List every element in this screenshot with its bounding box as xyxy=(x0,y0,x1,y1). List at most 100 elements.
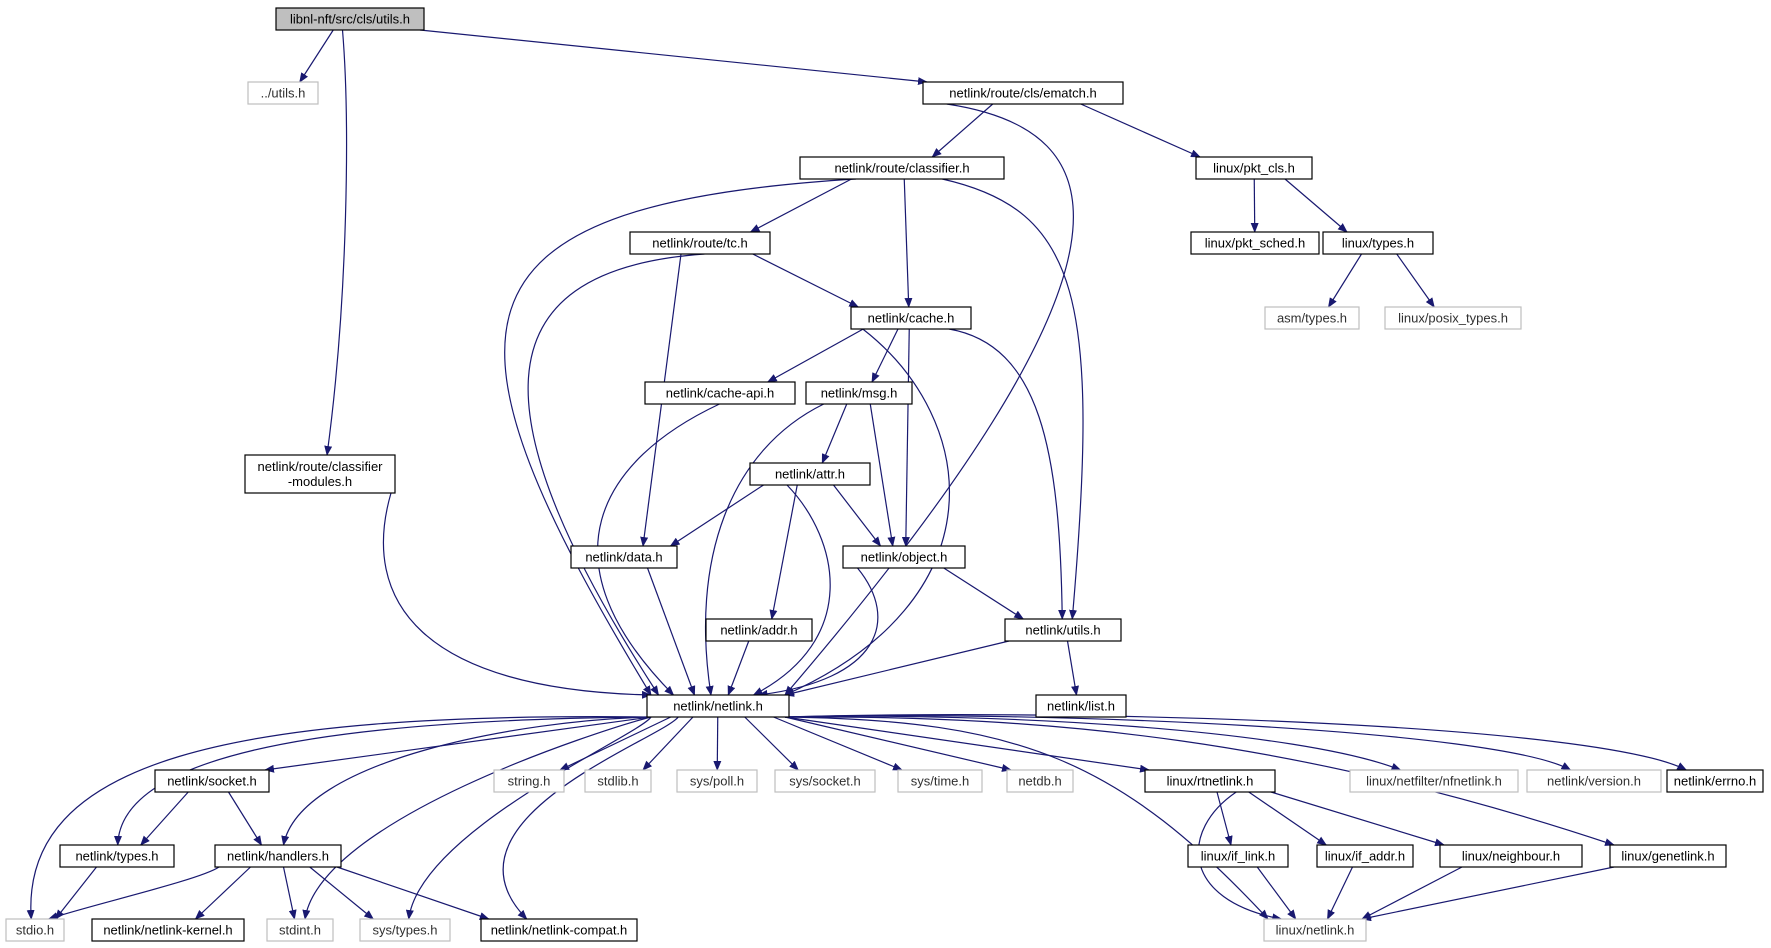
node-label: linux/if_link.h xyxy=(1201,849,1275,864)
edge-pkt_cls-to-ltypes xyxy=(1284,178,1348,233)
node-label: netlink/object.h xyxy=(861,550,948,565)
node-attr[interactable]: netlink/attr.h xyxy=(749,462,871,486)
node-if-link[interactable]: linux/if_link.h xyxy=(1187,844,1289,868)
node-systypes: sys/types.h xyxy=(359,918,451,942)
edge-netlink-to-netdb xyxy=(784,716,1012,772)
node-classifier[interactable]: netlink/route/classifier.h xyxy=(799,156,1005,180)
node-nltypes[interactable]: netlink/types.h xyxy=(59,844,175,868)
node-root[interactable]: libnl-nft/src/cls/utils.h xyxy=(275,7,425,31)
edge-layer xyxy=(26,29,1688,922)
node-netlink[interactable]: netlink/netlink.h xyxy=(646,694,790,718)
node-box xyxy=(480,918,638,942)
node-label: sys/socket.h xyxy=(789,774,861,789)
node-layer: libnl-nft/src/cls/utils.h ../utils.h netli… xyxy=(5,7,1764,942)
node-box xyxy=(91,918,245,942)
node-label: netlink/route/classifier xyxy=(258,459,384,474)
node-nl-kernel[interactable]: netlink/netlink-kernel.h xyxy=(91,918,245,942)
node-box xyxy=(1264,306,1360,330)
edge-classifier-to-cache xyxy=(903,178,913,308)
node-box xyxy=(705,618,813,642)
node-ltypes[interactable]: linux/types.h xyxy=(1322,231,1434,255)
edge-msg-to-attr xyxy=(821,403,848,464)
edge-nl_utils-to-netlink xyxy=(784,640,1010,697)
node-socket[interactable]: netlink/socket.h xyxy=(154,769,270,793)
node-utils-rel: ../utils.h xyxy=(247,81,319,105)
node-label: stdlib.h xyxy=(597,774,638,789)
node-pkt-sched[interactable]: linux/pkt_sched.h xyxy=(1190,231,1320,255)
node-string: string.h xyxy=(493,769,565,793)
node-box xyxy=(799,156,1005,180)
node-asmtypes: asm/types.h xyxy=(1264,306,1360,330)
edge-netlink-to-rtnetlink xyxy=(784,716,1150,773)
node-label: stdio.h xyxy=(16,923,54,938)
edge-ematch-to-netlink xyxy=(784,103,1074,696)
node-rtnetlink[interactable]: linux/rtnetlink.h xyxy=(1144,769,1276,793)
node-box xyxy=(842,545,966,569)
node-box xyxy=(1316,844,1414,868)
node-box xyxy=(570,545,678,569)
node-label: sys/time.h xyxy=(911,774,970,789)
node-label: linux/types.h xyxy=(1342,236,1414,251)
node-tc[interactable]: netlink/route/tc.h xyxy=(629,231,771,255)
node-box xyxy=(1144,769,1276,793)
node-label: netlink/utils.h xyxy=(1025,623,1100,638)
node-box xyxy=(1263,918,1367,942)
edge-object-to-nl_utils xyxy=(943,567,1025,620)
node-box xyxy=(629,231,771,255)
node-nl-compat[interactable]: netlink/netlink-compat.h xyxy=(480,918,638,942)
node-genetlink[interactable]: linux/genetlink.h xyxy=(1609,844,1727,868)
edge-attr-to-object xyxy=(833,484,882,547)
edge-pkt_cls-to-pkt_sched xyxy=(1250,178,1259,233)
node-box xyxy=(646,694,790,718)
edge-cache-to-cache_api xyxy=(766,328,864,383)
node-msg[interactable]: netlink/msg.h xyxy=(805,381,913,405)
node-cache[interactable]: netlink/cache.h xyxy=(850,306,972,330)
node-pkt-cls[interactable]: linux/pkt_cls.h xyxy=(1195,156,1313,180)
node-label: netlink/socket.h xyxy=(167,774,257,789)
node-object[interactable]: netlink/object.h xyxy=(842,545,966,569)
node-label: netlink/cache-api.h xyxy=(666,386,774,401)
node-list[interactable]: netlink/list.h xyxy=(1035,694,1127,718)
edge-handlers-to-systypes xyxy=(309,866,375,920)
node-label: ../utils.h xyxy=(261,86,306,101)
edge-netlink-to-nfnetlink xyxy=(784,715,1402,771)
node-label: linux/if_addr.h xyxy=(1325,849,1405,864)
edge-rtnetlink-to-neighbour xyxy=(1270,791,1445,847)
edge-msg-to-object xyxy=(869,403,896,547)
edge-root-to-utils_rel xyxy=(299,29,334,83)
node-errno[interactable]: netlink/errno.h xyxy=(1666,769,1764,793)
node-handlers[interactable]: netlink/handlers.h xyxy=(214,844,342,868)
node-addr[interactable]: netlink/addr.h xyxy=(705,618,813,642)
node-neighbour[interactable]: linux/neighbour.h xyxy=(1439,844,1583,868)
edge-socket-to-nltypes xyxy=(140,791,189,846)
edge-ltypes-to-asmtypes xyxy=(1327,253,1363,308)
node-box xyxy=(1004,618,1122,642)
edge-object-to-netlink xyxy=(757,567,879,698)
edge-classifier-to-nl_utils xyxy=(942,178,1084,620)
edge-addr-to-netlink xyxy=(727,640,750,696)
node-label: linux/pkt_cls.h xyxy=(1213,161,1295,176)
edge-neighbour-to-linux_netlink xyxy=(1361,866,1463,920)
node-label: netlink/errno.h xyxy=(1674,774,1756,789)
edge-netlink-to-stdlib xyxy=(642,716,694,771)
node-netdb: netdb.h xyxy=(1006,769,1074,793)
node-data[interactable]: netlink/data.h xyxy=(570,545,678,569)
edge-cache-to-msg xyxy=(871,328,899,383)
node-box xyxy=(247,81,319,105)
node-label: netlink/data.h xyxy=(585,550,662,565)
node-stdlib: stdlib.h xyxy=(584,769,652,793)
node-box xyxy=(1439,844,1583,868)
edge-rtnetlink-to-if_link xyxy=(1216,791,1233,846)
node-box xyxy=(1666,769,1764,793)
edge-data-to-netlink xyxy=(646,567,696,696)
node-ematch[interactable]: netlink/route/cls/ematch.h xyxy=(922,81,1124,105)
node-cache-api[interactable]: netlink/cache-api.h xyxy=(644,381,796,405)
node-label: sys/types.h xyxy=(372,923,437,938)
node-box xyxy=(493,769,565,793)
node-if-addr[interactable]: linux/if_addr.h xyxy=(1316,844,1414,868)
node-nl-utils[interactable]: netlink/utils.h xyxy=(1004,618,1122,642)
node-stdint: stdint.h xyxy=(266,918,334,942)
node-cls-modules[interactable]: netlink/route/classifier-modules.h xyxy=(244,454,396,494)
edge-rtnetlink-to-if_addr xyxy=(1248,791,1328,846)
node-syssocket: sys/socket.h xyxy=(774,769,876,793)
